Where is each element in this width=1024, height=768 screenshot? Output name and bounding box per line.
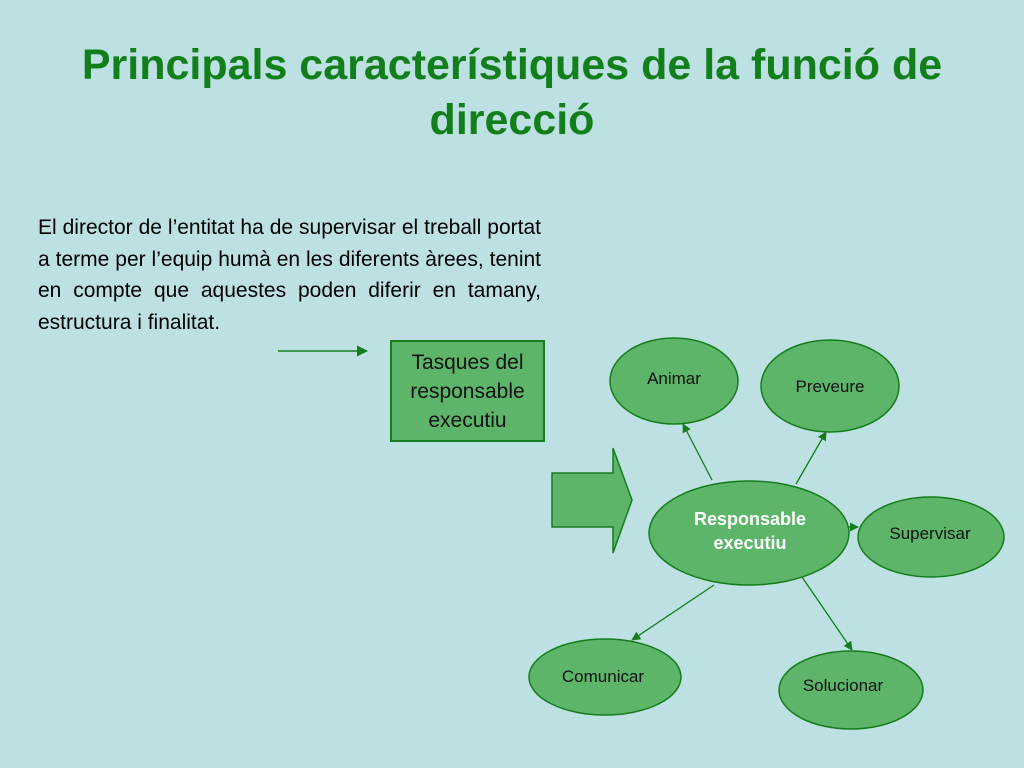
tasks-box: Tasques del responsable executiu	[390, 340, 545, 442]
arrow-to-solucionar	[801, 576, 853, 651]
node-center-line-2: executiu	[713, 533, 787, 553]
node-animar-shape	[609, 337, 739, 425]
node-preveure-shape	[760, 339, 900, 433]
intro-paragraph: El director de l’entitat ha de supervisa…	[38, 216, 541, 334]
node-comunicar-label: Comunicar	[561, 667, 645, 686]
block-arrow	[551, 447, 633, 554]
tasks-box-line-3: executiu	[428, 408, 507, 432]
tasks-box-line-2: responsable	[410, 379, 525, 403]
arrow-to-animar	[682, 423, 713, 481]
slide-title: Principals característiques de la funció…	[81, 41, 943, 144]
arrow-to-preveure	[795, 431, 827, 485]
node-center-line-1: Responsable	[693, 509, 807, 529]
node-animar-label: Animar	[647, 369, 701, 388]
node-center-label: Responsable executiu	[670, 503, 830, 559]
node-center-shape	[648, 480, 850, 586]
node-comunicar-shape	[528, 638, 682, 716]
tasks-box-line-1: Tasques del	[411, 350, 524, 374]
node-preveure-label: Preveure	[795, 377, 865, 396]
node-supervisar-shape	[857, 496, 1005, 578]
arrow-to-comunicar	[631, 584, 715, 641]
node-solucionar-label: Solucionar	[802, 676, 884, 695]
node-solucionar-shape	[778, 650, 924, 730]
node-supervisar-label: Supervisar	[889, 524, 971, 543]
